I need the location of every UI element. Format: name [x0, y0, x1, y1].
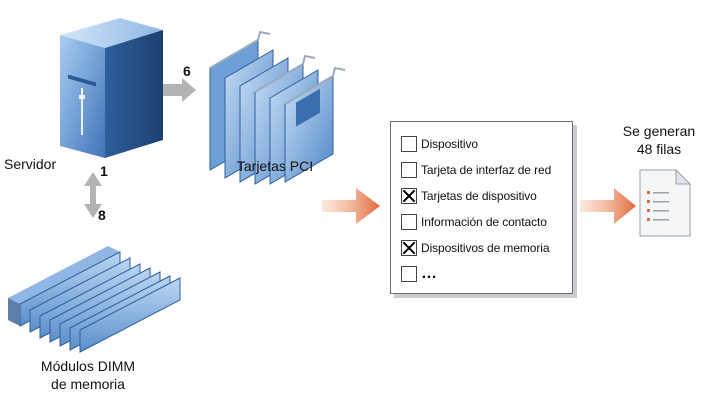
checklist-item-label: Tarjeta de interfaz de red [421, 163, 552, 177]
checklist-item[interactable]: Información de contacto [401, 212, 547, 232]
checklist-item[interactable]: Dispositivos de memoria [401, 238, 550, 258]
checklist-item-label: … [421, 265, 437, 282]
category-checklist: Dispositivo Tarjeta de interfaz de red T… [390, 121, 573, 294]
checkbox[interactable] [401, 266, 417, 282]
checklist-item[interactable]: Tarjetas de dispositivo [401, 186, 537, 206]
pci-cards-label: Tarjetas PCI [236, 158, 314, 174]
checklist-item[interactable]: … [401, 264, 437, 284]
checklist-item[interactable]: Tarjeta de interfaz de red [401, 160, 551, 180]
pci-cards-icon [209, 30, 346, 185]
result-label-line1: Se generan [622, 123, 696, 139]
arrow-to-checklist [322, 188, 380, 224]
arrow-server-to-pci [163, 78, 196, 102]
checklist-item-label: Dispositivo [421, 137, 478, 151]
pci-count: 6 [183, 63, 191, 79]
server-icon [60, 18, 163, 158]
dimm-count: 8 [98, 207, 106, 223]
checkbox[interactable] [401, 188, 417, 204]
result-label-line2: 48 filas [636, 141, 682, 157]
server-count: 1 [100, 163, 108, 179]
arrow-server-dimm [84, 172, 102, 218]
checkbox[interactable] [401, 214, 417, 230]
dimm-label-line1: Módulos DIMM [40, 358, 136, 374]
checkbox[interactable] [401, 136, 417, 152]
dimm-label-line2: de memoria [51, 376, 125, 392]
checklist-item-label: Información de contacto [421, 215, 547, 229]
checkbox[interactable] [401, 162, 417, 178]
checklist-item[interactable]: Dispositivo [401, 134, 478, 154]
dimm-modules-icon [8, 246, 181, 353]
arrow-to-result [580, 188, 636, 224]
checklist-item-label: Tarjetas de dispositivo [421, 189, 537, 203]
server-label: Servidor [4, 156, 57, 172]
checkbox[interactable] [401, 240, 417, 256]
checklist-item-label: Dispositivos de memoria [421, 241, 550, 255]
document-icon [639, 168, 692, 237]
